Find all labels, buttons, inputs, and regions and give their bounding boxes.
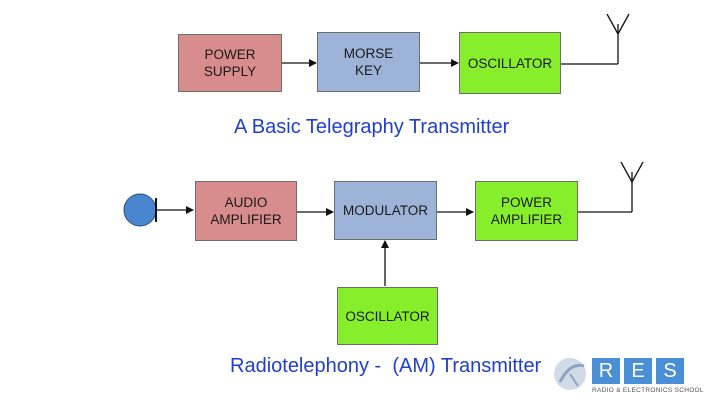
telegraphy-title: A Basic Telegraphy Transmitter <box>234 116 510 138</box>
microphone-icon <box>123 193 157 227</box>
dish-icon <box>554 358 586 390</box>
telegraphy-oscillator-block: OSCILLATOR <box>459 32 561 94</box>
logo-subtitle: RADIO & ELECTRONICS SCHOOL <box>592 387 704 394</box>
logo-letter-e: E <box>624 358 652 384</box>
antenna-icon-top <box>606 13 630 64</box>
logo-letter-s: S <box>656 358 684 384</box>
antenna-icon-bottom <box>620 161 644 212</box>
res-logo: R E S RADIO & ELECTRONICS SCHOOL <box>552 352 720 404</box>
power-supply-block: POWER SUPPLY <box>178 34 282 92</box>
audio-amplifier-block: AUDIO AMPLIFIER <box>195 181 297 241</box>
modulator-block: MODULATOR <box>334 181 437 240</box>
logo-letter-r: R <box>592 358 620 384</box>
am-oscillator-block: OSCILLATOR <box>337 287 438 345</box>
power-amplifier-block: POWER AMPLIFIER <box>475 181 578 241</box>
morse-key-block: MORSE KEY <box>317 32 420 92</box>
radiotelephony-title: Radiotelephony - (AM) Transmitter <box>230 355 542 377</box>
